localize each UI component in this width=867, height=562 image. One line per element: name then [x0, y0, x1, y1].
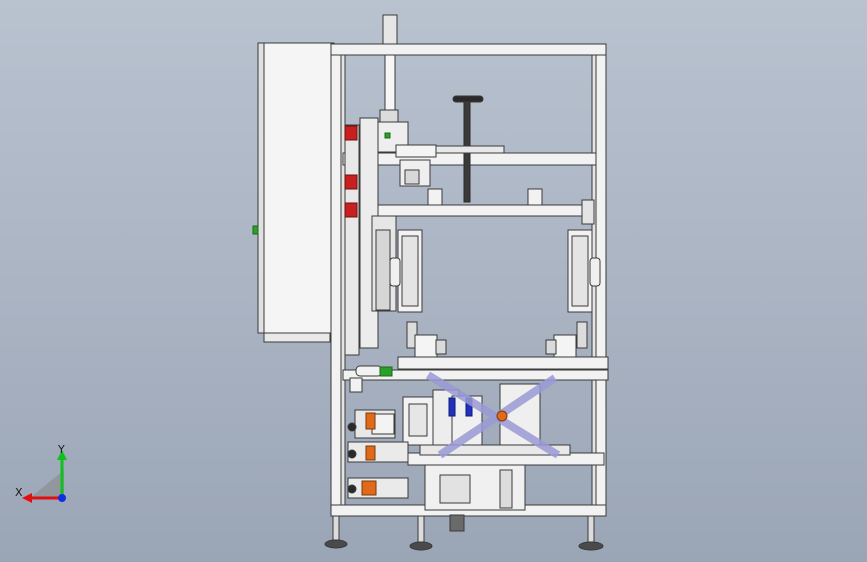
- center-screw: [429, 95, 505, 203]
- axis-triad: [22, 450, 67, 503]
- left-drive-units: [347, 377, 409, 499]
- left-side-guide: [389, 229, 423, 313]
- shelf-brackets: [427, 188, 595, 225]
- frame-feet: [324, 515, 604, 551]
- y-axis-label: Y: [58, 443, 65, 456]
- right-press-wheel: [545, 321, 588, 358]
- left-mechanism: [344, 117, 437, 356]
- z-axis-icon: [58, 494, 66, 502]
- x-axis-label: X: [15, 486, 23, 499]
- electrical-cabinet: [252, 42, 335, 343]
- right-side-guide: [567, 229, 601, 313]
- green-lever: [355, 365, 393, 377]
- lower-mechanism: [402, 383, 571, 532]
- left-press-wheel: [406, 321, 447, 358]
- top-cylinder: [379, 14, 399, 123]
